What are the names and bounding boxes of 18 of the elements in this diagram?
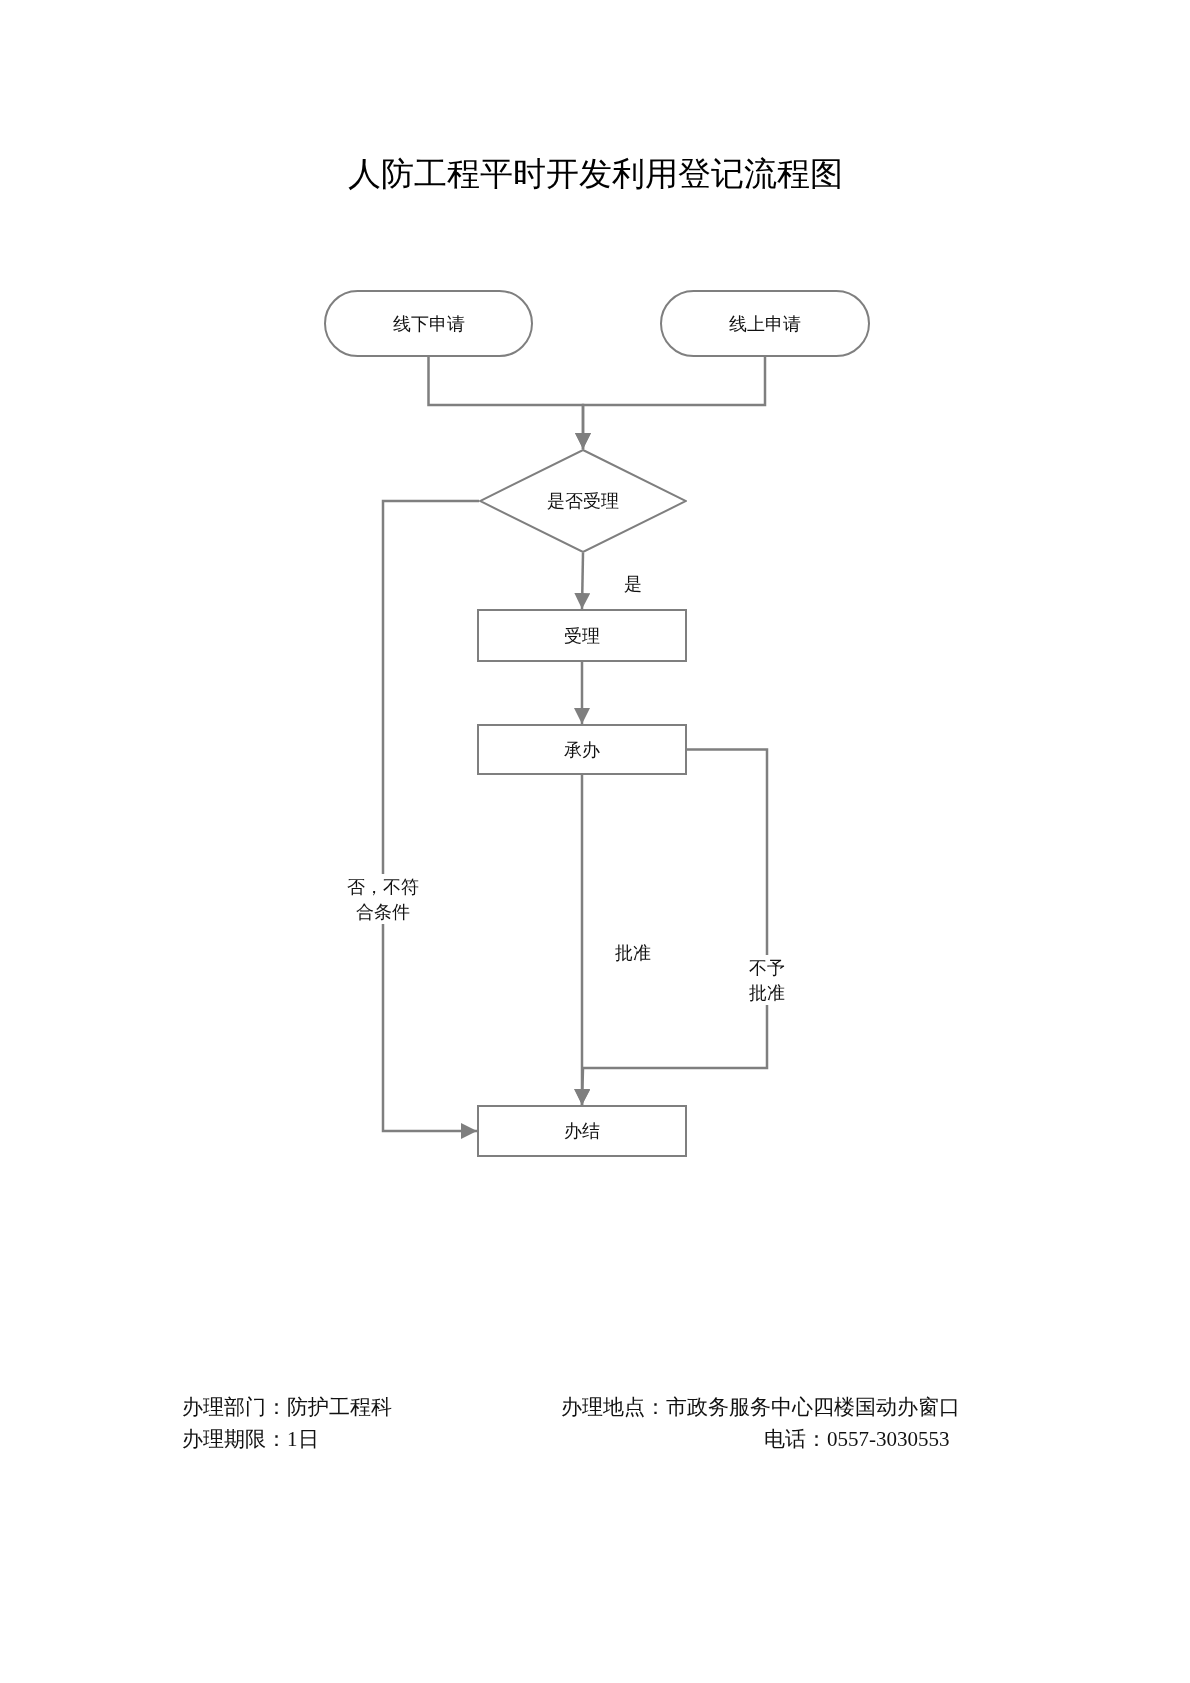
info-text: 办理部门：防护工程科 xyxy=(182,1394,392,1421)
arrow xyxy=(574,662,590,724)
process-box: 办结 xyxy=(477,1105,687,1157)
arrow xyxy=(574,748,769,1106)
process-box: 承办 xyxy=(477,724,687,775)
terminal-box: 线下申请 xyxy=(324,290,533,357)
arrow xyxy=(575,357,767,449)
info-text: 电话：0557-3030553 xyxy=(764,1426,950,1453)
arrow xyxy=(574,552,591,610)
terminal-box: 线上申请 xyxy=(660,290,870,357)
edge-label: 否，不符合条件 xyxy=(345,874,421,925)
arrow xyxy=(381,499,479,1139)
decision-diamond: 是否受理 xyxy=(479,449,687,553)
edge-label: 不予批准 xyxy=(747,955,787,1006)
title: 人防工程平时开发利用登记流程图 xyxy=(346,153,844,195)
process-box: 受理 xyxy=(477,609,687,662)
info-text: 办理期限：1日 xyxy=(182,1426,319,1453)
info-text: 办理地点：市政务服务中心四楼国动办窗口 xyxy=(561,1394,960,1421)
